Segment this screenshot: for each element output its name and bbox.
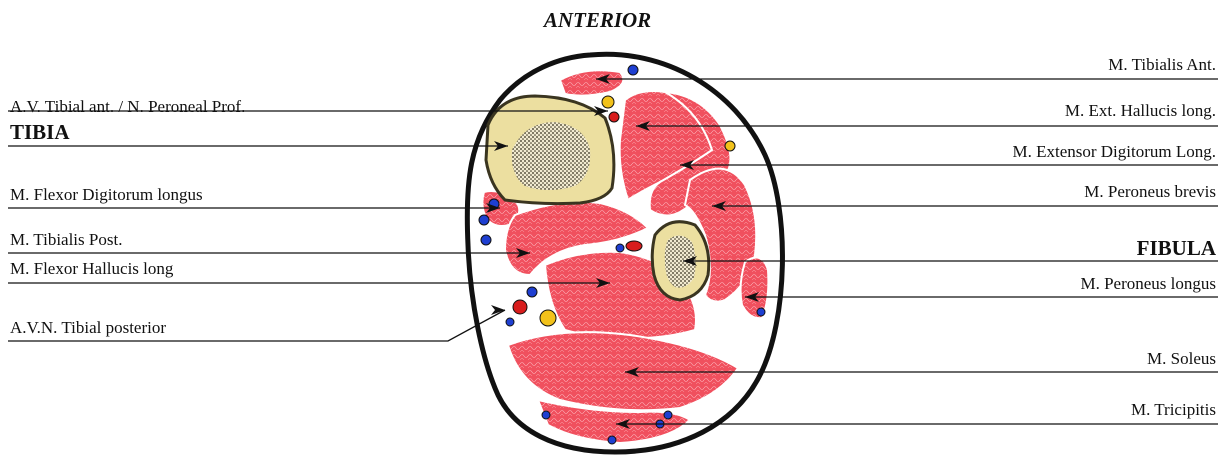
tibial-post-artery xyxy=(513,300,527,314)
leader-m-flexor-digitorum-longus xyxy=(8,203,500,213)
vein-dot xyxy=(479,215,489,225)
label-m-tibialis-ant: M. Tibialis Ant. xyxy=(1108,56,1216,73)
tibia-bone xyxy=(486,96,614,204)
label-a-v-tibial-ant-n-peroneal-prof: A.V. Tibial ant. / N. Peroneal Prof. xyxy=(10,98,245,115)
vein-dot xyxy=(481,235,491,245)
label-m-soleus: M. Soleus xyxy=(1147,350,1216,367)
vein-dot xyxy=(757,308,765,316)
label-m-peroneus-brevis: M. Peroneus brevis xyxy=(1084,183,1216,200)
tibial-post-nerve xyxy=(540,310,556,326)
vein-dot xyxy=(628,65,638,75)
label-a-v-n-tibial-posterior: A.V.N. Tibial posterior xyxy=(10,319,166,336)
vein-dot xyxy=(527,287,537,297)
label-m-flexor-hallucis-long: M. Flexor Hallucis long xyxy=(10,260,173,277)
peroneal-artery xyxy=(626,241,642,251)
label-m-peroneus-longus: M. Peroneus longus xyxy=(1080,275,1216,292)
label-m-extensor-digitorum-long: M. Extensor Digitorum Long. xyxy=(1012,143,1216,160)
leader-m-peroneus-brevis xyxy=(712,201,1218,211)
vein-dot xyxy=(506,318,514,326)
vein-dot xyxy=(542,411,550,419)
leader-tibia xyxy=(8,141,508,151)
vein-dot xyxy=(608,436,616,444)
nerve-dot xyxy=(725,141,735,151)
label-m-tibialis-post: M. Tibialis Post. xyxy=(10,231,122,248)
label-tibia: TIBIA xyxy=(10,122,70,143)
label-m-flexor-digitorum-longus: M. Flexor Digitorum longus xyxy=(10,186,203,203)
label-m-ext-hallucis-long: M. Ext. Hallucis long. xyxy=(1065,102,1216,119)
tibial-ant-nerve xyxy=(602,96,614,108)
vein-dot xyxy=(664,411,672,419)
label-m-tricipitis: M. Tricipitis xyxy=(1131,401,1216,418)
peroneal-vein xyxy=(616,244,624,252)
leader-m-peroneus-longus xyxy=(745,292,1218,302)
tibial-ant-artery xyxy=(609,112,619,122)
leader-m-tibialis-post xyxy=(8,248,530,258)
label-fibula: FIBULA xyxy=(1137,238,1216,259)
